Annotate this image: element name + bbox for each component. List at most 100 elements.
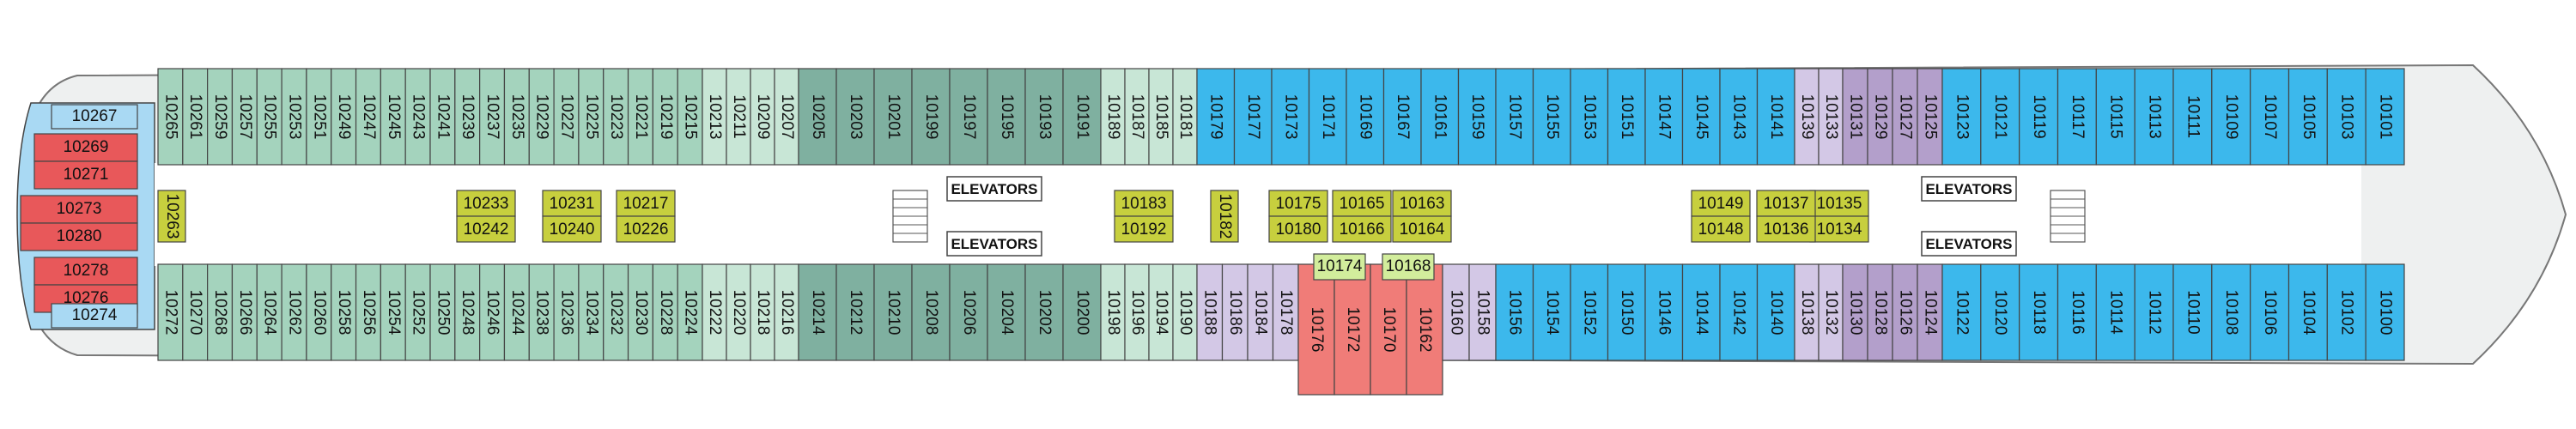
cabin-10165[interactable]: 10165	[1332, 190, 1392, 217]
cabin-10178[interactable]: 10178	[1272, 263, 1299, 361]
cabin-10220[interactable]: 10220	[726, 263, 751, 361]
cabin-10159[interactable]: 10159	[1457, 68, 1497, 166]
cabin-10231[interactable]: 10231	[542, 190, 602, 217]
cabin-10253[interactable]: 10253	[281, 68, 307, 166]
cabin-10110[interactable]: 10110	[2172, 263, 2213, 361]
cabin-10265[interactable]: 10265	[157, 68, 184, 166]
cabin-10167[interactable]: 10167	[1382, 68, 1422, 166]
cabin-10103[interactable]: 10103	[2326, 68, 2366, 166]
cabin-10236[interactable]: 10236	[553, 263, 580, 361]
cabin-10155[interactable]: 10155	[1532, 68, 1571, 166]
cabin-10171[interactable]: 10171	[1308, 68, 1347, 166]
cabin-10136[interactable]: 10136	[1756, 215, 1816, 243]
cabin-10242[interactable]: 10242	[456, 215, 516, 243]
cabin-10149[interactable]: 10149	[1691, 190, 1751, 217]
cabin-10243[interactable]: 10243	[404, 68, 431, 166]
cabin-10218[interactable]: 10218	[750, 263, 775, 361]
cabin-10185[interactable]: 10185	[1148, 68, 1174, 166]
cabin-10250[interactable]: 10250	[429, 263, 456, 361]
cabin-10134[interactable]: 10134	[1809, 215, 1869, 243]
cabin-10222[interactable]: 10222	[702, 263, 727, 361]
cabin-10188[interactable]: 10188	[1196, 263, 1224, 361]
cabin-10216[interactable]: 10216	[774, 263, 799, 361]
cabin-10230[interactable]: 10230	[627, 263, 653, 361]
cabin-10233[interactable]: 10233	[456, 190, 516, 217]
cabin-10273[interactable]: 10273	[20, 195, 138, 224]
cabin-10107[interactable]: 10107	[2250, 68, 2290, 166]
cabin-10166[interactable]: 10166	[1332, 215, 1392, 243]
cabin-10139[interactable]: 10139	[1794, 68, 1820, 166]
cabin-10154[interactable]: 10154	[1532, 263, 1571, 361]
cabin-10123[interactable]: 10123	[1941, 68, 1982, 166]
cabin-10199[interactable]: 10199	[911, 68, 951, 166]
cabin-10109[interactable]: 10109	[2211, 68, 2251, 166]
cabin-10229[interactable]: 10229	[528, 68, 555, 166]
cabin-10274[interactable]: 10274	[51, 303, 138, 329]
cabin-10195[interactable]: 10195	[987, 68, 1026, 166]
cabin-10234[interactable]: 10234	[578, 263, 605, 361]
cabin-10108[interactable]: 10108	[2211, 263, 2251, 361]
cabin-10197[interactable]: 10197	[949, 68, 988, 166]
cabin-10192[interactable]: 10192	[1114, 215, 1174, 243]
cabin-10163[interactable]: 10163	[1392, 190, 1452, 217]
cabin-10270[interactable]: 10270	[182, 263, 209, 361]
cabin-10263[interactable]: 10263	[157, 190, 186, 243]
cabin-10255[interactable]: 10255	[256, 68, 283, 166]
cabin-10194[interactable]: 10194	[1148, 263, 1174, 361]
cabin-10172[interactable]: 10172	[1334, 263, 1371, 396]
cabin-10232[interactable]: 10232	[603, 263, 629, 361]
cabin-10142[interactable]: 10142	[1719, 263, 1759, 361]
cabin-10173[interactable]: 10173	[1271, 68, 1310, 166]
cabin-10158[interactable]: 10158	[1468, 263, 1497, 361]
cabin-10211[interactable]: 10211	[726, 68, 751, 166]
cabin-10174[interactable]: 10174	[1313, 253, 1366, 281]
cabin-10114[interactable]: 10114	[2095, 263, 2136, 361]
cabin-10106[interactable]: 10106	[2250, 263, 2290, 361]
cabin-10156[interactable]: 10156	[1495, 263, 1534, 361]
cabin-10150[interactable]: 10150	[1607, 263, 1646, 361]
cabin-10214[interactable]: 10214	[798, 263, 837, 361]
cabin-10138[interactable]: 10138	[1794, 263, 1820, 361]
cabin-10122[interactable]: 10122	[1941, 263, 1982, 361]
cabin-10182[interactable]: 10182	[1210, 190, 1239, 243]
cabin-10187[interactable]: 10187	[1124, 68, 1150, 166]
cabin-10213[interactable]: 10213	[702, 68, 727, 166]
cabin-10105[interactable]: 10105	[2287, 68, 2328, 166]
cabin-10224[interactable]: 10224	[677, 263, 703, 361]
cabin-10268[interactable]: 10268	[207, 263, 234, 361]
cabin-10246[interactable]: 10246	[479, 263, 506, 361]
cabin-10184[interactable]: 10184	[1247, 263, 1274, 361]
cabin-10132[interactable]: 10132	[1818, 263, 1844, 361]
cabin-10189[interactable]: 10189	[1100, 68, 1126, 166]
cabin-10186[interactable]: 10186	[1221, 263, 1249, 361]
cabin-10202[interactable]: 10202	[1024, 263, 1064, 361]
cabin-10221[interactable]: 10221	[627, 68, 653, 166]
cabin-10260[interactable]: 10260	[306, 263, 332, 361]
cabin-10181[interactable]: 10181	[1172, 68, 1198, 166]
cabin-10125[interactable]: 10125	[1917, 68, 1943, 166]
cabin-10160[interactable]: 10160	[1442, 263, 1470, 361]
cabin-10237[interactable]: 10237	[479, 68, 506, 166]
cabin-10245[interactable]: 10245	[380, 68, 406, 166]
cabin-10252[interactable]: 10252	[404, 263, 431, 361]
cabin-10267[interactable]: 10267	[51, 104, 138, 130]
cabin-10201[interactable]: 10201	[873, 68, 913, 166]
cabin-10137[interactable]: 10137	[1756, 190, 1816, 217]
cabin-10217[interactable]: 10217	[616, 190, 676, 217]
cabin-10164[interactable]: 10164	[1392, 215, 1452, 243]
cabin-10170[interactable]: 10170	[1370, 263, 1407, 396]
cabin-10119[interactable]: 10119	[2019, 68, 2059, 166]
cabin-10130[interactable]: 10130	[1842, 263, 1868, 361]
cabin-10176[interactable]: 10176	[1297, 263, 1335, 396]
cabin-10271[interactable]: 10271	[33, 160, 138, 190]
cabin-10254[interactable]: 10254	[380, 263, 406, 361]
cabin-10240[interactable]: 10240	[542, 215, 602, 243]
cabin-10124[interactable]: 10124	[1917, 263, 1943, 361]
cabin-10248[interactable]: 10248	[454, 263, 481, 361]
cabin-10219[interactable]: 10219	[652, 68, 678, 166]
cabin-10140[interactable]: 10140	[1756, 263, 1795, 361]
cabin-10153[interactable]: 10153	[1570, 68, 1609, 166]
cabin-10249[interactable]: 10249	[331, 68, 357, 166]
cabin-10147[interactable]: 10147	[1644, 68, 1684, 166]
cabin-10191[interactable]: 10191	[1062, 68, 1102, 166]
